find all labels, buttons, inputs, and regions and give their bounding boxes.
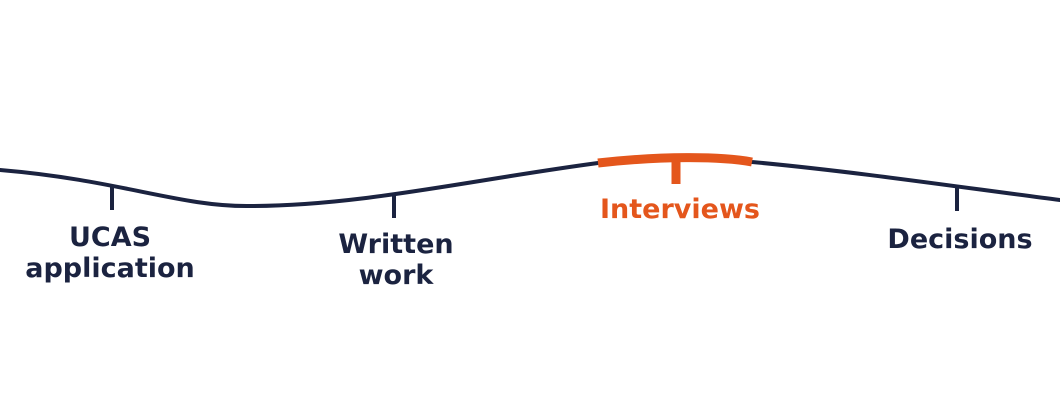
interviews-highlight-segment [597, 153, 753, 168]
timeline-wave-line [0, 155, 1060, 209]
stage-label-written-work: Written work [338, 229, 454, 291]
stage-label-decisions: Decisions [887, 224, 1033, 255]
stage-label-interviews: Interviews [600, 194, 760, 225]
stage-label-ucas-application: UCAS application [25, 222, 195, 284]
